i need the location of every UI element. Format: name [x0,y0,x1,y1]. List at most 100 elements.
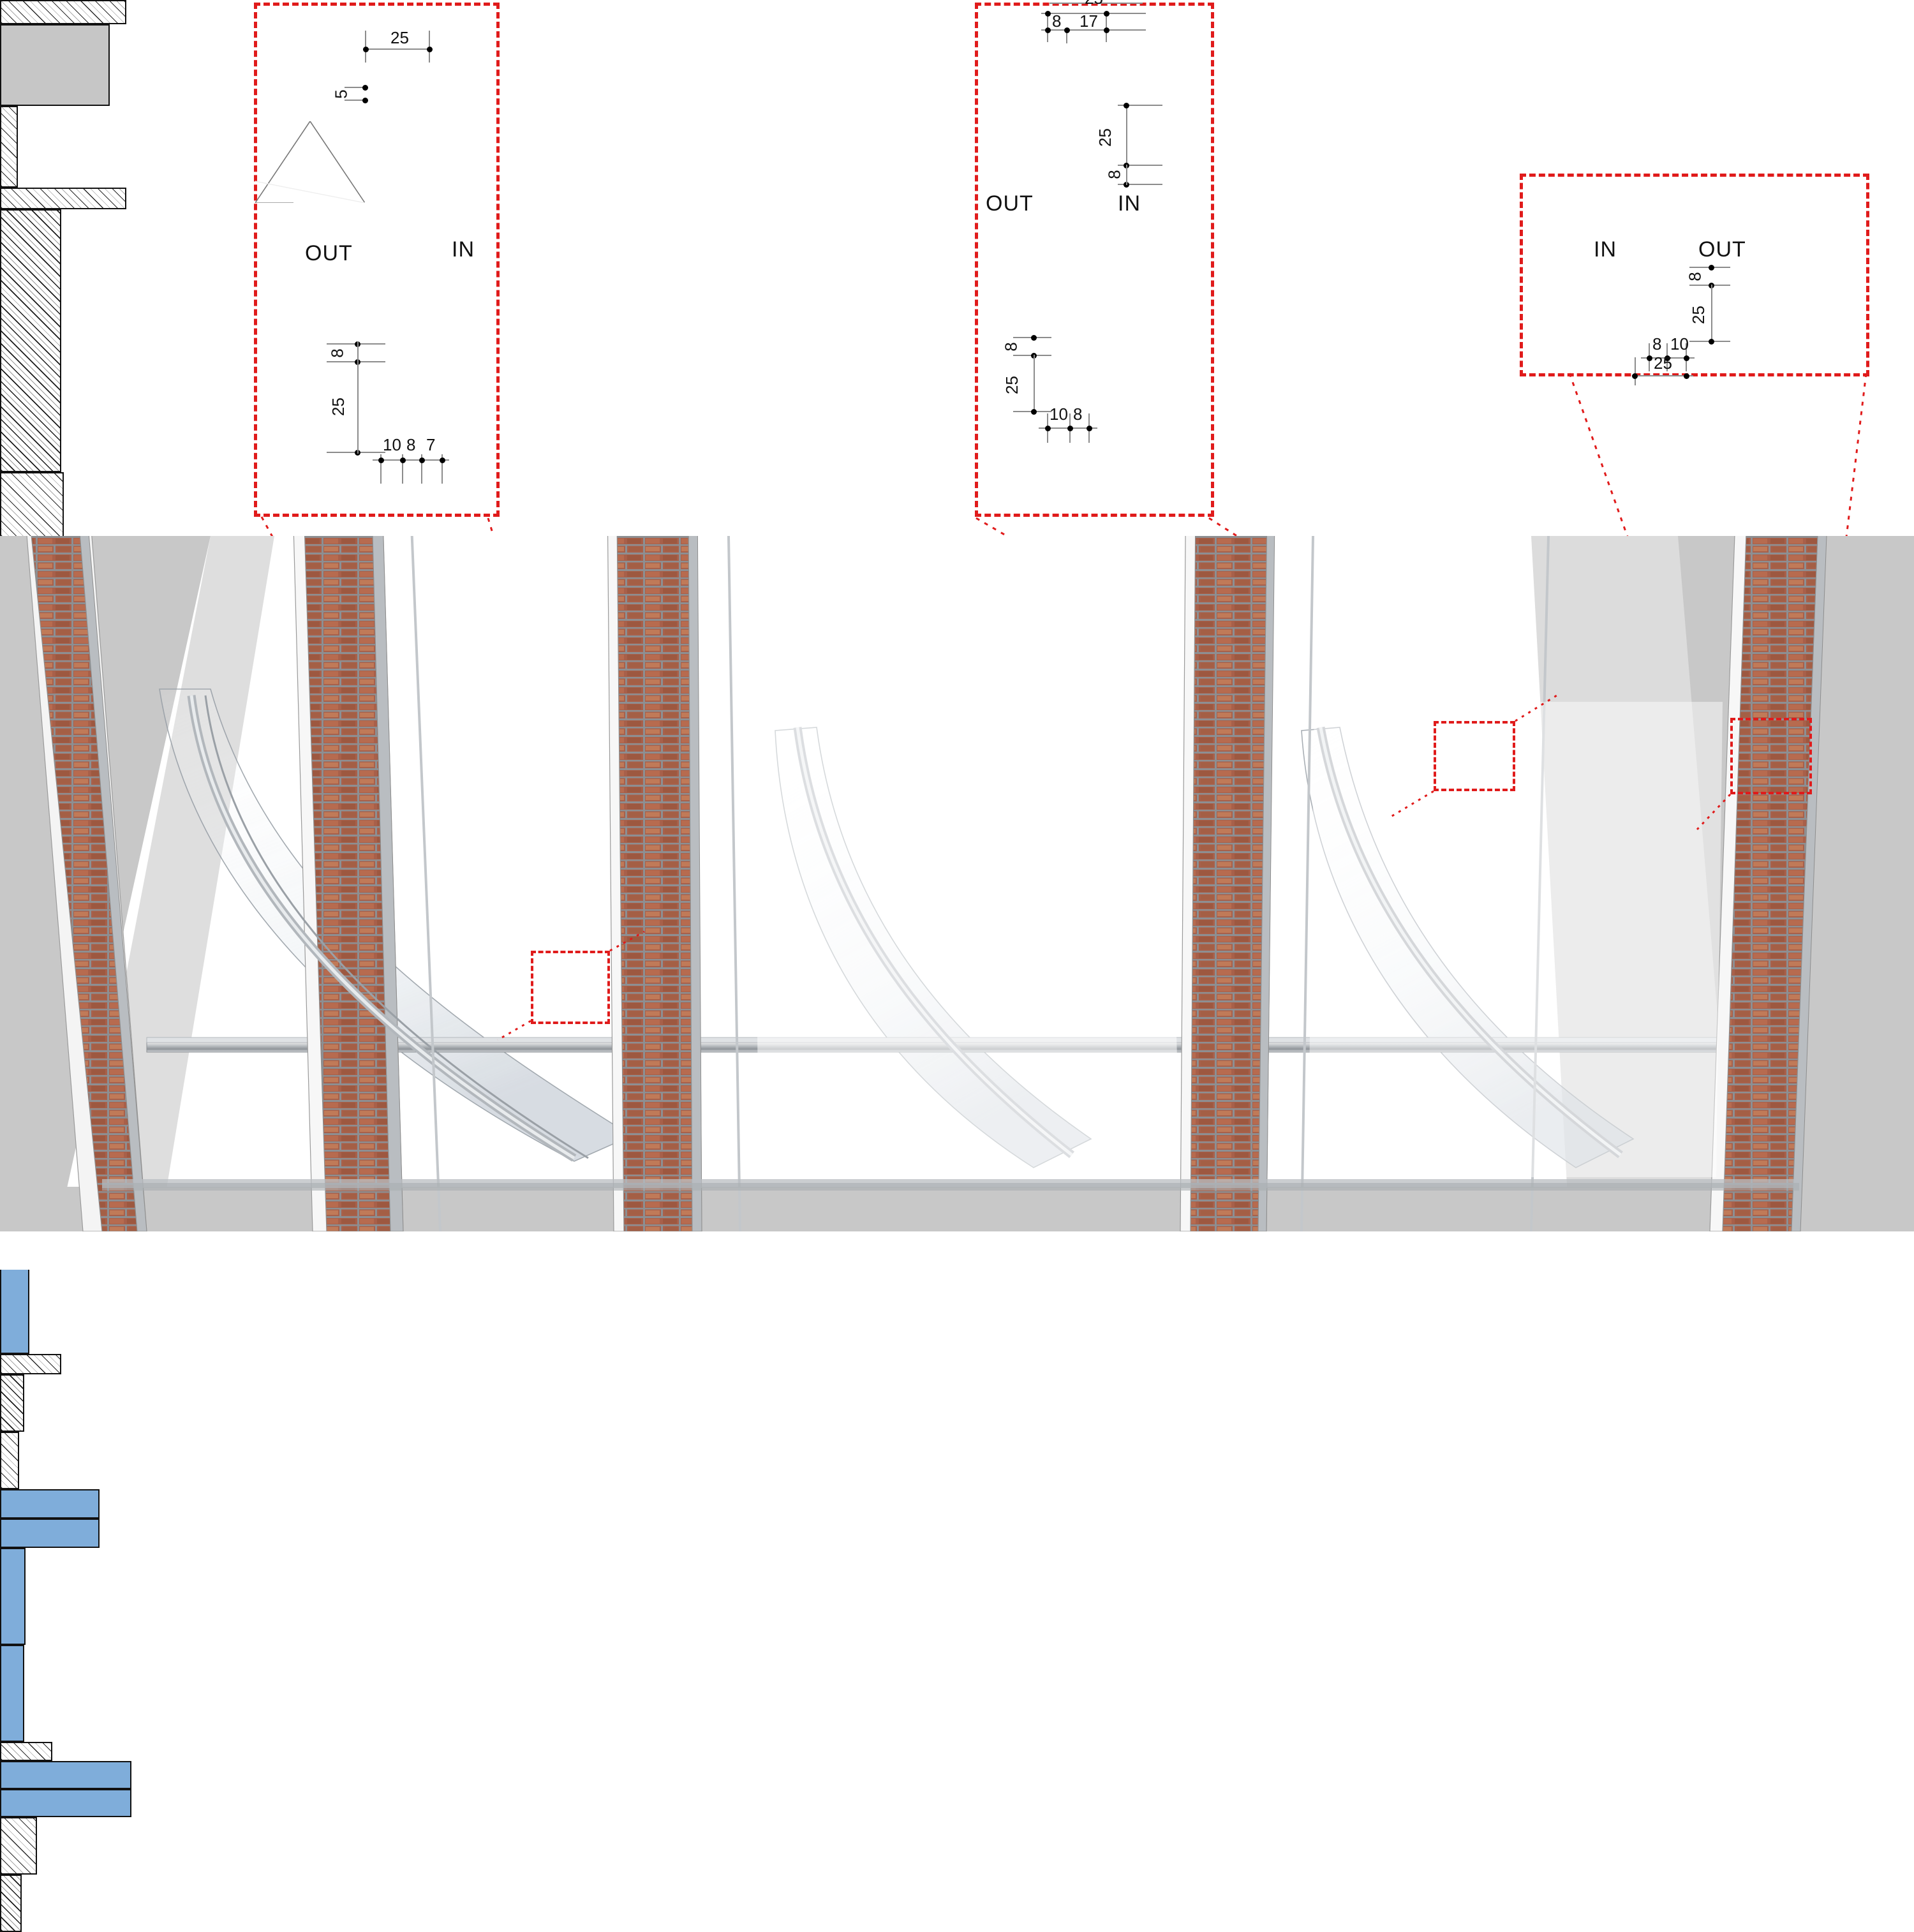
dim-line [365,48,430,50]
detail-2-dim-25-overall: 25 [1085,0,1103,8]
dim-ext [380,454,382,484]
dim-dot [400,457,406,463]
dim-ext [1711,285,1712,342]
detail-3-dim-8-bottom: 8 [1652,334,1662,353]
transom-hatch [0,1742,52,1761]
dim-dot [363,47,369,52]
detail-2-dim-25-upper: 25 [1095,128,1115,147]
detail-3: IN OUT 8 25 8 10 25 [0,237,1914,1932]
dim-line [1118,165,1162,166]
dim-line [1050,3,1143,4]
dim-ext [1126,105,1127,166]
detail-3-dim-8: 8 [1685,272,1705,281]
detail-3-dim-25-overall: 25 [1654,353,1672,373]
scene-callout-2 [1434,721,1515,791]
dim-dot [1709,339,1714,345]
detail-1-dim-25-left: 25 [328,398,348,416]
detail-1-label-out: OUT [305,241,353,265]
dim-line [1118,184,1162,185]
detail-3-label-in: IN [1594,237,1617,262]
dim-dot [1045,11,1051,17]
detail-2-dim-8-top: 8 [1052,11,1062,31]
lintel-hatch-upper [0,0,126,24]
sill-hatch [0,1817,37,1875]
detail-1-frame [254,3,500,517]
detail-1-dim-10: 10 [383,435,401,454]
dim-dot [362,85,368,91]
bottom-margin [0,1231,1914,1270]
dim-dot [1104,27,1109,33]
detail-2-dim-8-bottom: 8 [1073,405,1083,424]
detail-3-label-out: OUT [1698,237,1746,262]
glass-pane-h-lower [0,1789,131,1817]
sill-pier [0,1875,22,1932]
dim-line [1118,105,1162,106]
dim-dot [419,457,425,463]
dim-dot [1045,27,1051,33]
insulation-crosshatch [255,121,365,203]
dim-line [373,459,449,461]
lintel-hatch-lower [0,188,126,209]
dim-dot [1632,373,1638,379]
sill-transom-hatch [0,1354,61,1374]
detail-2-dim-8-lower: 8 [1001,342,1021,352]
detail-2-dim-25-lower: 25 [1002,376,1021,394]
dim-dot [1067,426,1073,431]
dim-line [1041,29,1146,31]
dim-dot [1647,355,1652,361]
dim-ext [402,454,403,484]
detail-3-dim-10: 10 [1670,334,1689,353]
detail-3-dim-25-right: 25 [1688,306,1708,324]
detail-1-dim-7: 7 [426,435,436,454]
detail-2-dim-17: 17 [1079,11,1098,31]
dim-dot [1709,265,1714,271]
glass-pane-h-upper [0,1761,131,1789]
dim-line [357,341,359,454]
dim-dot [1064,27,1070,33]
dim-ext [421,454,422,484]
dim-line [345,87,367,88]
frame-hatch-strip [0,106,18,188]
dim-dot [1104,11,1109,17]
dim-line [1041,13,1146,14]
dim-dot [1684,373,1689,379]
dim-dot [1045,426,1051,431]
scene-leader-lines [497,694,1732,1041]
dim-ext [1066,28,1067,43]
detail-1-dim-8: 8 [327,348,347,358]
wall-section [0,209,61,472]
glass-column-right [0,1645,24,1742]
detail-2-dim-8-upper: 8 [1104,170,1124,179]
detail-1-dim-8-bottom: 8 [406,435,416,454]
dim-dot [427,47,433,52]
dim-ext [1106,11,1107,42]
scene-callout-1 [531,951,610,1024]
insulation-block [0,24,110,106]
dim-dot [1124,103,1129,108]
detail-2-dim-10-bottom: 10 [1050,405,1068,424]
scene-geometry [26,536,1827,1231]
dim-ext [441,454,443,484]
glass-pane-lower-h-upper [0,1489,100,1519]
scene-callout-3 [1730,718,1812,794]
dim-dot [1087,426,1092,431]
dim-dot [1684,355,1689,361]
detail-1-dim-25-top: 25 [390,28,409,47]
detail-2-frame [975,3,1214,517]
sill-pier [0,1374,24,1432]
glass-column-left [0,1548,26,1645]
detail-2-label-in: IN [1118,191,1141,216]
detail-1-label-in: IN [452,237,475,262]
dim-dot [1031,335,1037,341]
dim-dot [378,457,384,463]
scene-3d [0,536,1914,1231]
dim-ext [1034,355,1035,412]
dim-ext [1047,11,1048,42]
sill-pier-inner [0,1432,19,1489]
detail-2-label-out: OUT [986,191,1034,216]
dim-dot [1031,409,1037,415]
dim-dot [362,98,368,103]
dim-ext [1126,165,1127,185]
dim-line [345,100,367,101]
